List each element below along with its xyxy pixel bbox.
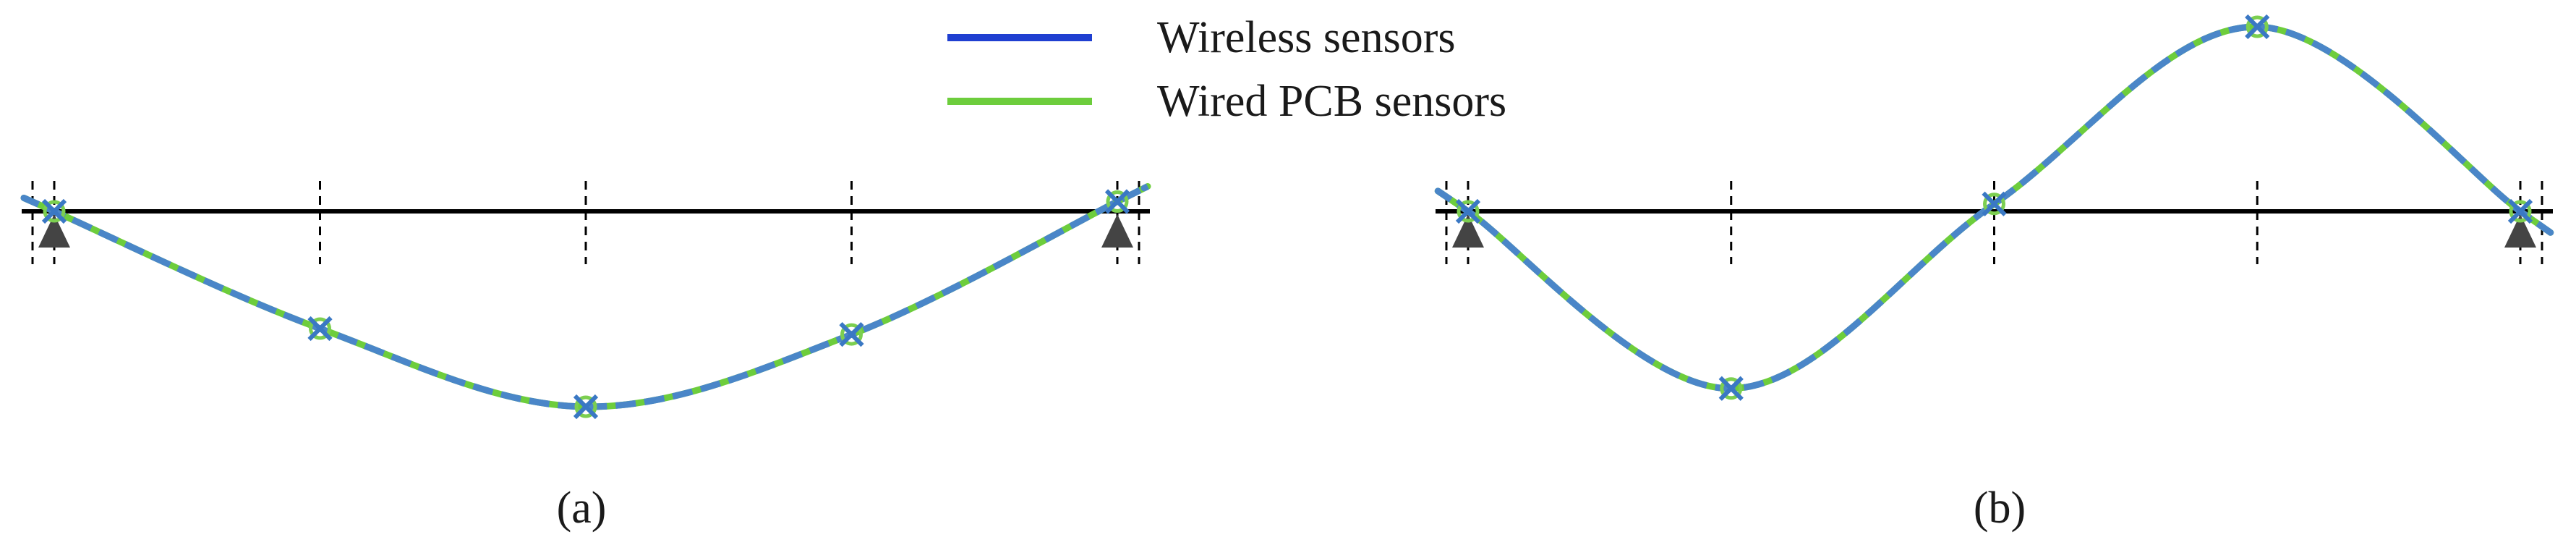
legend-label-wireless: Wireless sensors bbox=[1157, 13, 1455, 62]
panel-a-marker-wired bbox=[43, 200, 66, 223]
panel-b-series-wired bbox=[1434, 23, 2554, 392]
panel-b-marker-wireless bbox=[1718, 376, 1744, 401]
legend: Wireless sensors Wired PCB sensors bbox=[947, 13, 1506, 126]
panel-a-marker-wired bbox=[574, 395, 597, 418]
panel-a-series-wireless bbox=[20, 183, 1151, 410]
panel-b-markers bbox=[1455, 14, 2533, 401]
panel-b-marker-wired bbox=[2246, 15, 2269, 38]
panel-a-marker-wireless bbox=[839, 321, 864, 347]
panel-a-marker-wired bbox=[309, 317, 331, 340]
panel-a-marker-wireless bbox=[307, 316, 333, 342]
panel-b-marker-wired bbox=[1457, 200, 1480, 223]
panel-a-support-icon bbox=[38, 214, 70, 248]
panel-b-marker-wired bbox=[2509, 200, 2532, 223]
panel-b-marker-wireless bbox=[2507, 198, 2533, 224]
panel-a-caption: (a) bbox=[557, 483, 607, 533]
panel-a-marker-wireless bbox=[573, 394, 599, 420]
panel-b-caption: (b) bbox=[1974, 483, 2026, 533]
panel-b: (b) bbox=[1434, 14, 2554, 533]
panel-b-marker-wireless bbox=[1455, 198, 1481, 224]
panel-b-gridlines bbox=[1445, 181, 2543, 264]
panel-a: (a) bbox=[20, 181, 1151, 533]
panel-a-support-icon bbox=[1101, 214, 1133, 248]
panel-b-marker-wireless bbox=[2245, 14, 2270, 40]
panel-b-support-icon bbox=[2504, 214, 2536, 248]
panel-a-marker-wired bbox=[840, 323, 863, 346]
panel-b-supports bbox=[1452, 214, 2536, 248]
panel-a-marker-wired bbox=[1106, 190, 1129, 213]
legend-label-wired: Wired PCB sensors bbox=[1157, 77, 1506, 126]
panel-a-marker-wireless bbox=[41, 198, 67, 224]
panel-b-support-icon bbox=[1452, 214, 1484, 248]
panel-a-gridlines bbox=[31, 181, 1140, 264]
panel-a-markers bbox=[41, 189, 1130, 420]
panel-b-marker-wired bbox=[1983, 193, 2005, 216]
panel-a-marker-wireless bbox=[1104, 189, 1130, 214]
panel-b-marker-wireless bbox=[1982, 191, 2007, 216]
panel-b-marker-wired bbox=[1720, 377, 1743, 400]
panel-a-supports bbox=[38, 214, 1133, 248]
